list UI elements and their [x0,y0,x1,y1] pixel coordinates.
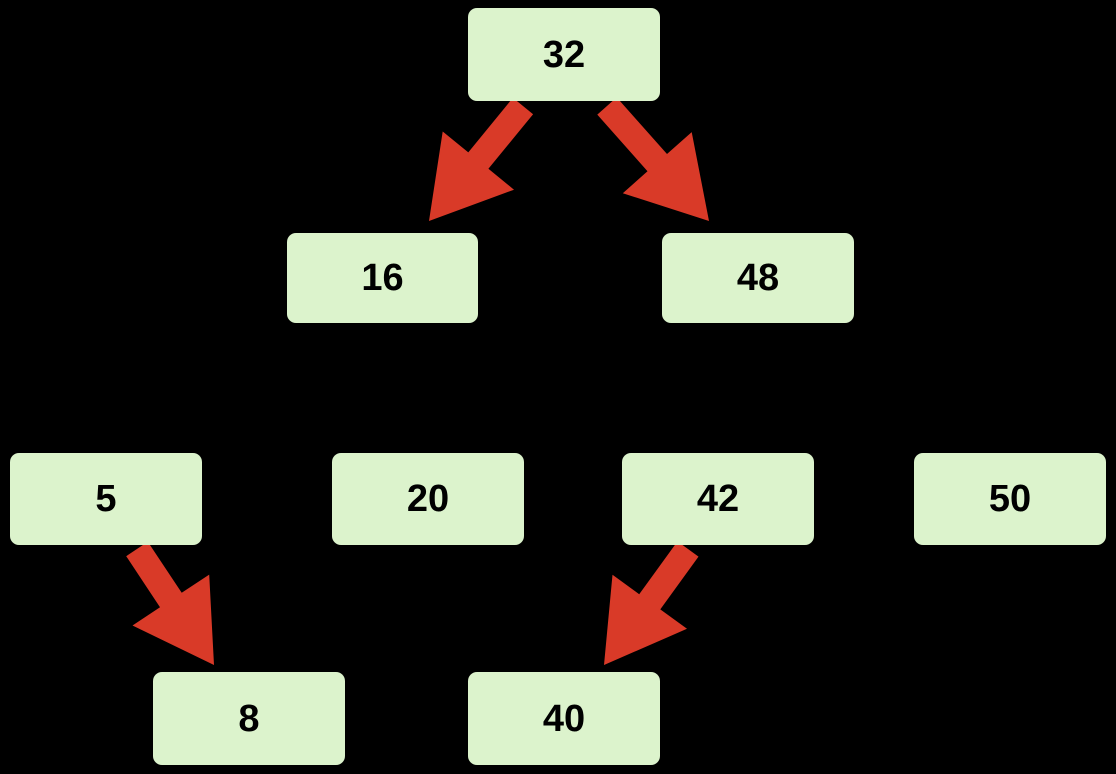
tree-node-label: 5 [95,478,117,520]
tree-edge-arrow-32-to-48 [597,97,709,221]
tree-node-label: 20 [406,478,450,520]
tree-node-label: 16 [361,257,404,299]
tree-edge-arrow-32-to-16 [429,97,534,221]
tree-node-label: 42 [696,478,740,520]
tree-node-48[interactable]: 48 [662,233,854,323]
tree-node-label: 50 [988,478,1032,520]
tree-node-32[interactable]: 32 [468,8,660,101]
tree-node-label: 32 [542,33,586,76]
tree-node-label: 48 [736,257,780,299]
tree-node-label: 8 [238,697,260,740]
tree-node-42[interactable]: 42 [622,453,814,545]
tree-node-5[interactable]: 5 [10,453,202,545]
tree-node-20[interactable]: 20 [332,453,524,545]
tree-node-40[interactable]: 40 [468,672,660,765]
tree-edge-arrow-42-to-40 [604,541,699,665]
tree-node-label: 40 [542,697,586,740]
tree-node-16[interactable]: 16 [287,233,478,323]
tree-node-50[interactable]: 50 [914,453,1106,545]
tree-edge-arrow-5-to-8 [126,541,214,665]
tree-node-8[interactable]: 8 [153,672,345,765]
